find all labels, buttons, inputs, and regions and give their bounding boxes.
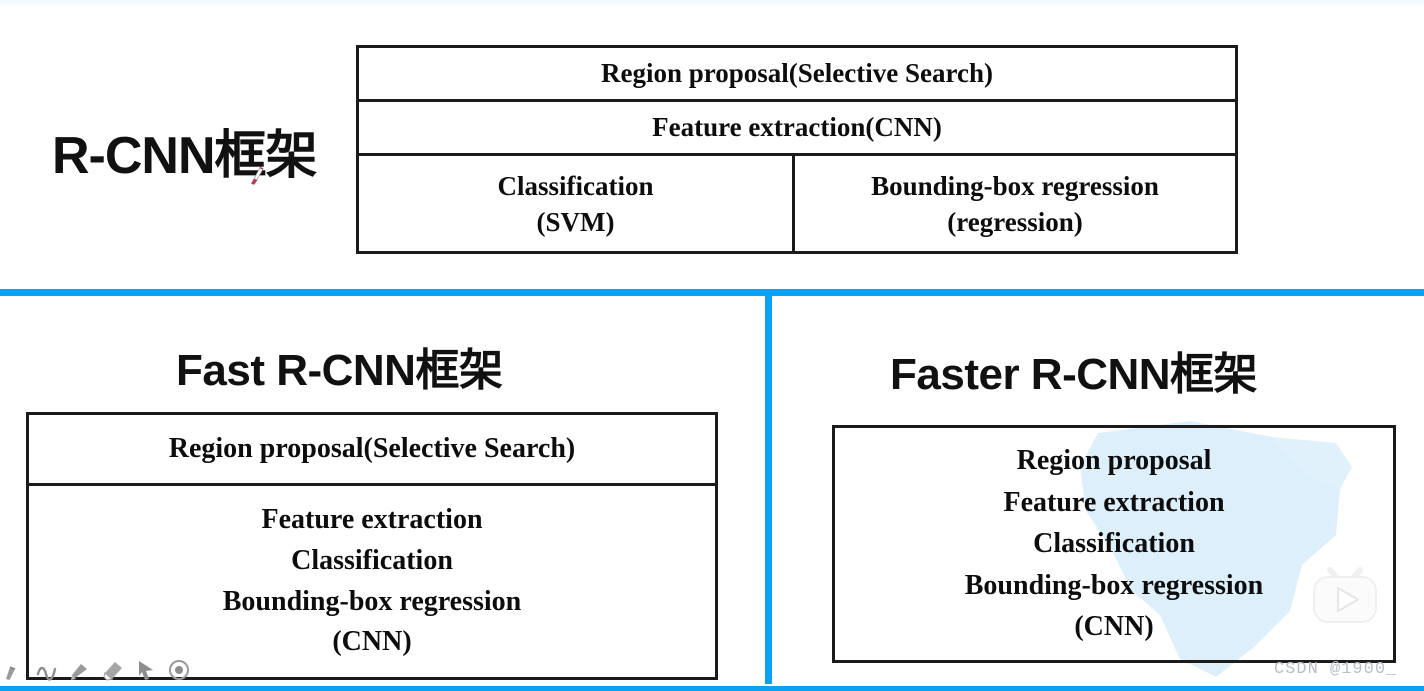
fast-rcnn-panel-title: Fast R-CNN框架 [176,346,503,395]
faster-rcnn-body-line: Classification [1033,528,1195,560]
rcnn-panel-title: R-CNN框架 [52,127,318,185]
eraser-icon[interactable] [101,658,125,682]
fast-rcnn-header-row: Region proposal(Selective Search) [29,415,715,486]
fast-rcnn-body-line: (CNN) [332,626,412,658]
faster-rcnn-panel-title: Faster R-CNN框架 [890,350,1258,399]
table-row: Region proposal(Selective Search) [359,48,1235,102]
faster-rcnn-body-line: Feature extraction [1003,486,1225,518]
fast-rcnn-architecture-box: Region proposal(Selective Search) Featur… [26,412,718,680]
fast-rcnn-body-line: Bounding-box regression [222,585,522,617]
table-row: Feature extraction(CNN) [359,102,1235,156]
cell-region-proposal: Region proposal(Selective Search) [601,57,993,88]
bottom-blue-divider [0,686,1424,691]
rcnn-architecture-table: Region proposal(Selective Search) Featur… [356,45,1238,254]
cell-classification: Classification (SVM) [359,156,795,253]
vertical-blue-divider [765,293,772,684]
fast-rcnn-body-row: Feature extraction Classification Boundi… [29,486,715,677]
cell-bounding-box-regression: Bounding-box regression (regression) [795,156,1235,253]
pen-icon[interactable] [2,658,26,682]
faster-rcnn-body-line: Region proposal [1016,445,1212,477]
fast-rcnn-body-line: Feature extraction [261,504,483,536]
red-pen-cursor [250,166,264,185]
table-row: Classification (SVM) Bounding-box regres… [359,156,1235,253]
cell-bbox-line1: Bounding-box regression [871,170,1159,201]
cell-classification-line2: (SVM) [536,206,615,237]
laser-pointer-icon[interactable] [167,658,191,682]
faster-rcnn-body-line: Bounding-box regression [964,569,1264,601]
annotation-toolbar[interactable] [2,658,191,682]
top-background-wash [0,0,1424,10]
cell-feature-extraction: Feature extraction(CNN) [652,111,942,142]
pointer-icon[interactable] [134,658,158,682]
horizontal-blue-divider [0,289,1424,296]
csdn-watermark: CSDN @1900_ [1274,660,1398,679]
fast-rcnn-body-line: Classification [291,544,453,576]
cell-bbox-line2: (regression) [947,206,1083,237]
faster-rcnn-body-line: (CNN) [1074,611,1154,643]
cell-classification-line1: Classification [497,170,654,201]
ink-squiggle-icon[interactable] [35,658,59,682]
highlighter-icon[interactable] [68,658,92,682]
faster-rcnn-architecture-box: Region proposal Feature extraction Class… [832,425,1396,663]
fast-rcnn-header-text: Region proposal(Selective Search) [168,432,576,464]
